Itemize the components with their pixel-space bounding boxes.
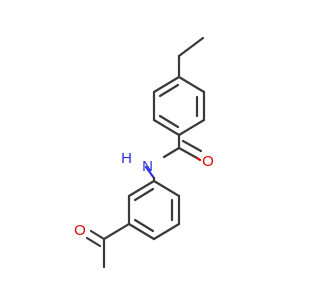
ring2-bond-6 bbox=[127, 179, 156, 198]
nitrogen-label: N bbox=[142, 158, 153, 175]
ring1-inner-bond-6 bbox=[158, 83, 180, 98]
ketone-oxygen-label: O bbox=[74, 222, 86, 239]
ring2-bond-4 bbox=[127, 222, 156, 241]
ring1-bond-1 bbox=[177, 75, 206, 94]
acetyl-group bbox=[85, 222, 131, 269]
ring2-bond-1 bbox=[152, 179, 181, 198]
ring1-bond-6 bbox=[152, 75, 181, 94]
amide-oxygen-label: O bbox=[202, 153, 214, 170]
ring1-bond-3 bbox=[177, 118, 206, 137]
bond-acetyl-o-2 bbox=[85, 236, 102, 248]
bond-ring-acetyl bbox=[102, 222, 131, 241]
ring2-bond-3 bbox=[152, 222, 181, 241]
bond-acetyl-o-1 bbox=[89, 229, 106, 241]
ring1-bond-4 bbox=[152, 118, 181, 137]
bond-n-ring bbox=[144, 165, 156, 180]
ethyl-group bbox=[177, 36, 205, 79]
bond-ethyl-ch2-ch3 bbox=[177, 36, 205, 58]
ring2-inner-bond-6 bbox=[133, 187, 155, 202]
bond-carbonyl-o-tip bbox=[195, 156, 202, 162]
bond-carbonyl-n bbox=[162, 146, 181, 159]
bond-carbonyl-o-1 bbox=[177, 146, 199, 160]
bond-carbonyl-o-2 bbox=[181, 139, 203, 153]
anilide-ring bbox=[127, 179, 181, 241]
amide-group bbox=[144, 133, 203, 183]
hydrogen-label: H bbox=[121, 150, 132, 167]
ring2-inner-bond-4 bbox=[133, 218, 155, 233]
molecule-canvas: N H O O bbox=[74, 36, 214, 269]
ring1-inner-bond-4 bbox=[158, 114, 180, 129]
molecule-structure: N H O O bbox=[74, 36, 214, 269]
benzoyl-ring bbox=[152, 75, 206, 137]
